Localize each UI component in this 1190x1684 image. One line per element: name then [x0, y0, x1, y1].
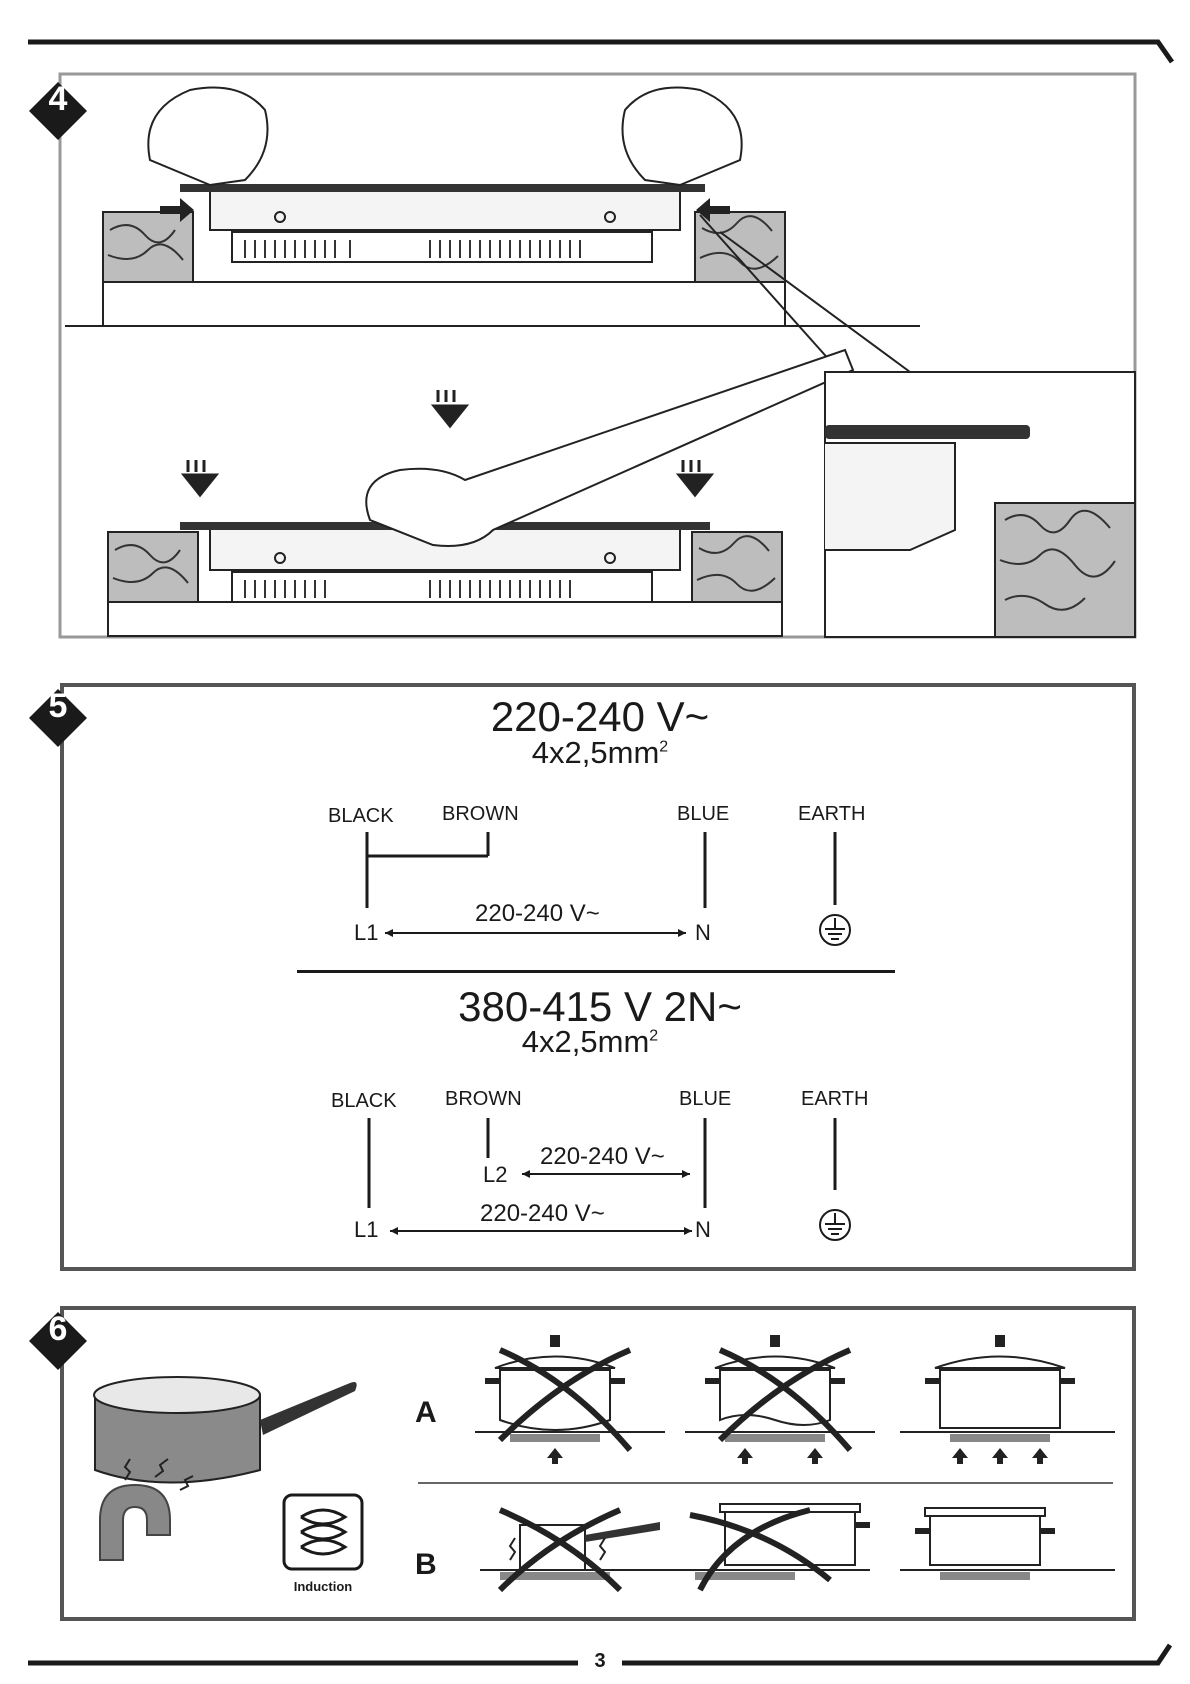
terminal-n: N [695, 1217, 711, 1242]
pan-row-b [480, 1503, 1115, 1593]
step-4-panel [58, 72, 1137, 639]
page-number: 3 [594, 1650, 606, 1672]
step-badge-icon [29, 689, 87, 747]
cross-icon [497, 1347, 633, 1452]
step-6-badge: 6 [27, 1310, 89, 1372]
span-voltage: 220-240 V~ [475, 900, 600, 927]
wire-label-black: BLACK [328, 805, 394, 827]
step-number: 4 [48, 80, 68, 118]
cross-icon [717, 1347, 853, 1452]
cross-icon [497, 1507, 623, 1593]
terminal-l1: L1 [354, 1217, 379, 1242]
terminal-l2: L2 [483, 1162, 508, 1187]
bottom-rule [28, 1643, 1173, 1666]
wire-label-black: BLACK [331, 1090, 397, 1112]
single-phase-cable: 4x2,5mm2 [400, 735, 800, 771]
pot-icon [93, 1376, 357, 1484]
three-phase-voltage: 380-415 V 2N~ [458, 983, 742, 1030]
divider [297, 970, 895, 973]
wire-label-blue: BLUE [677, 803, 730, 825]
cable-spec: 4x2,5mm [531, 735, 660, 770]
wire-label-blue: BLUE [679, 1088, 732, 1110]
step-badge-icon [29, 82, 87, 140]
pan-row-a [475, 1335, 1115, 1464]
cable-spec-sup: 2 [649, 1027, 659, 1045]
single-phase-voltage: 220-240 V~ [490, 693, 710, 740]
step-6-panel [60, 1306, 1136, 1621]
cable-spec-sup: 2 [659, 738, 669, 756]
saucepan-magnet-illustration [93, 1376, 357, 1561]
wire-label-brown: BROWN [442, 803, 519, 825]
step-number: 6 [48, 1310, 68, 1348]
top-rule [28, 39, 1175, 64]
step-5-panel [60, 683, 1136, 1271]
magnet-icon [99, 1483, 171, 1561]
earth-ground-icon [819, 1209, 851, 1241]
step-badge-icon [29, 1312, 87, 1370]
pot-icon [915, 1507, 1055, 1566]
terminal-n: N [695, 920, 711, 945]
earth-ground-icon [819, 914, 851, 946]
wire-label-brown: BROWN [445, 1088, 522, 1110]
step-number: 5 [48, 687, 68, 725]
wire-label-earth: EARTH [801, 1088, 869, 1110]
step-4-badge: 4 [27, 80, 89, 142]
hand-icon [147, 86, 269, 187]
pot-icon [925, 1335, 1075, 1429]
span-voltage-l2: 220-240 V~ [540, 1143, 665, 1170]
cable-spec: 4x2,5mm [521, 1024, 650, 1059]
single-phase-wiring-diagram [365, 832, 851, 946]
row-label-b: B [415, 1548, 437, 1581]
span-voltage-l1: 220-240 V~ [480, 1200, 605, 1227]
wire-label-earth: EARTH [798, 803, 866, 825]
step-5-badge: 5 [27, 687, 89, 749]
three-phase-wiring-diagram [367, 1118, 851, 1241]
row-label-a: A [415, 1396, 437, 1429]
induction-coil-icon [282, 1493, 364, 1571]
three-phase-cable: 4x2,5mm2 [390, 1024, 790, 1060]
induction-label: Induction [293, 1579, 353, 1594]
induction-symbol: Induction [281, 1492, 365, 1602]
terminal-l1: L1 [354, 920, 379, 945]
row-divider [418, 1482, 1113, 1484]
cross-icon [689, 1507, 832, 1592]
